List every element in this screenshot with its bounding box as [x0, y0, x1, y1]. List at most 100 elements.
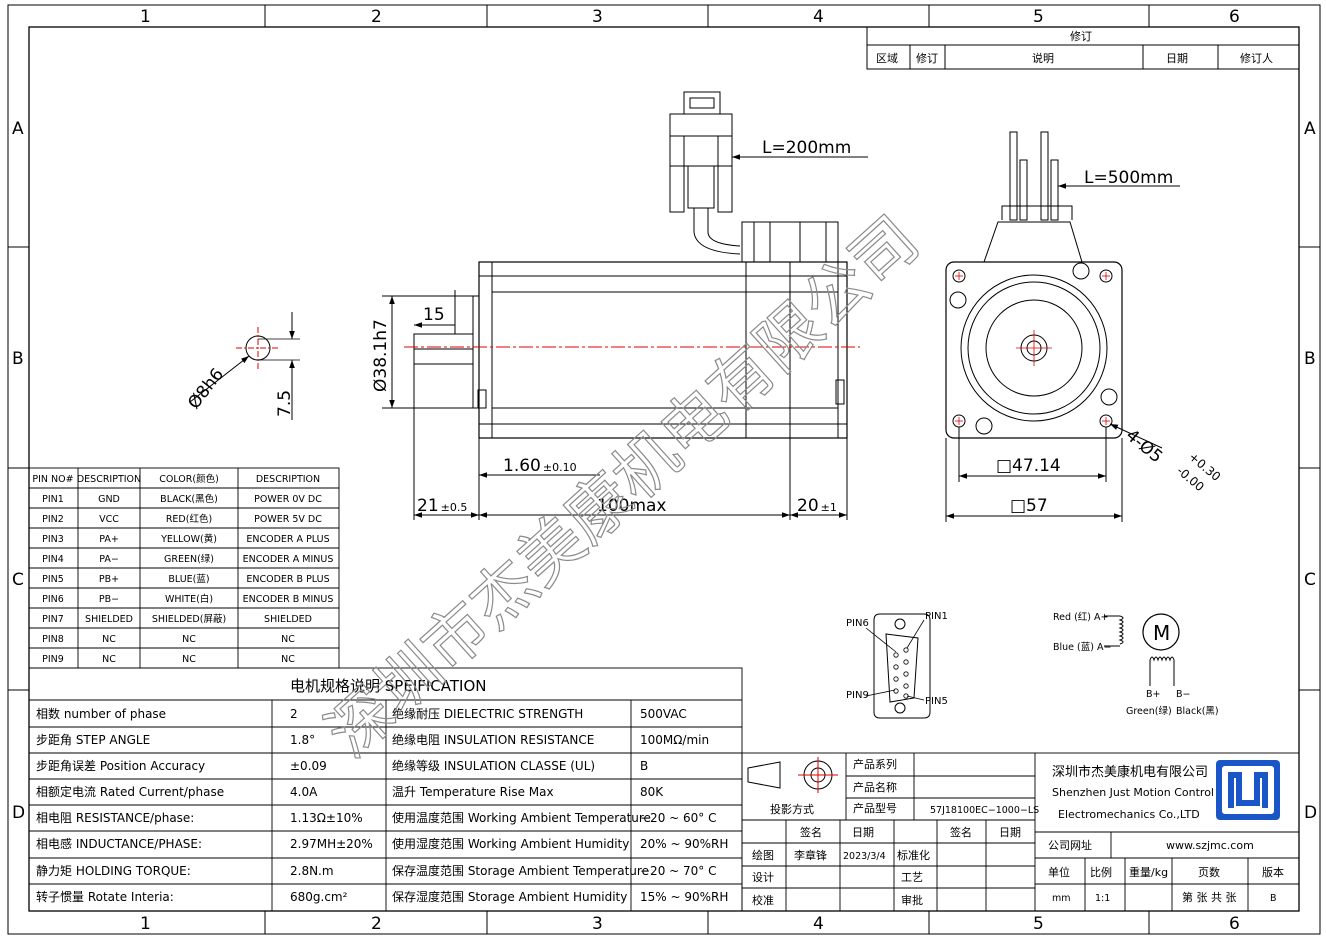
spec-table-cell: 保存温度范围 Storage Ambient Temperature [392, 863, 649, 878]
zone-left-b: B [12, 349, 24, 369]
pin-table-cell: PB− [99, 594, 119, 605]
pin-table-cell: PIN2 [42, 514, 64, 525]
spec-table-cell: 20% ~ 90%RH [640, 837, 728, 851]
zone-right-d: D [1304, 803, 1317, 823]
zone-top-4: 4 [813, 7, 824, 27]
pin-table-header: COLOR(颜色) [159, 473, 219, 485]
date-label: 日期 [852, 826, 874, 839]
pin-table-cell: NC [102, 654, 116, 665]
zone-top-1: 1 [140, 7, 151, 27]
spec-table-cell: 绝缘耐压 DIELECTRIC STRENGTH [392, 706, 583, 721]
pin-table-cell: PIN8 [42, 634, 64, 645]
spec-table-cell: 2.97MH±20% [290, 837, 373, 851]
spec-table-cell: 2 [290, 707, 298, 721]
spec-table-cell: 相电阻 RESISTANCE/phase: [36, 811, 194, 825]
approve-label: 审批 [901, 893, 923, 907]
zone-bottom-4: 4 [813, 914, 824, 934]
motor-symbol-label: M [1153, 621, 1170, 645]
revision-header-date: 日期 [1166, 52, 1188, 65]
zone-right-c: C [1304, 570, 1316, 590]
pin-table-cell: PA+ [99, 534, 119, 545]
spec-table-cell: 绝缘电阻 INSULATION RESISTANCE [392, 732, 594, 747]
model-value: 57J18100EC−1000−LS [930, 805, 1039, 816]
pin-table-cell: NC [102, 634, 116, 645]
zone-labels: 1 2 3 4 5 6 1 2 3 4 5 6 A B C D A B C D [12, 7, 1317, 934]
side-view-dim-text: 15 Ø38.1h7 1.60±0.10 21±0.5 100max 20±1 … [371, 138, 851, 516]
zone-bottom-3: 3 [592, 914, 603, 934]
drawn-label: 绘图 [752, 848, 774, 862]
series-label: 产品系列 [853, 757, 897, 771]
spec-table-cell: 绝缘等级 INSULATION CLASSE (UL) [392, 758, 595, 773]
pin-table-cell: ENCODER A PLUS [246, 534, 329, 545]
spec-table-cell: ±0.09 [290, 759, 327, 773]
sign2-label: 签名 [950, 825, 972, 839]
pin-table-cell: SHIELDED [85, 614, 133, 625]
zone-top-6: 6 [1229, 7, 1240, 27]
spec-table-cell: 转子惯量 Rotate Interia: [36, 889, 174, 904]
connector-pin9: PIN9 [846, 690, 869, 701]
spec-table-cell: 100MΩ/min [640, 733, 709, 747]
pin-table-cell: PIN4 [42, 554, 64, 565]
unit-value: mm [1052, 893, 1071, 904]
tail-length-label: 20±1 [797, 496, 837, 516]
projection-symbol [747, 757, 838, 793]
version-label: 版本 [1262, 865, 1284, 879]
spec-table-cell: 1.8° [290, 733, 315, 747]
spec-table-cell: 使用温度范围 Working Ambient Temperature [392, 810, 651, 825]
wiring-green-label: Green(绿) [1126, 705, 1172, 717]
encoder-cable-length-label: L=200mm [762, 138, 851, 158]
check-label: 校准 [752, 893, 774, 907]
pin-table-header: PIN NO# [32, 474, 73, 485]
pin-table-cell: PA− [99, 554, 119, 565]
pin-table-cell: NC [182, 654, 196, 665]
spec-table-cell: 80K [640, 785, 664, 799]
spec-table-cell: 步距角 STEP ANGLE [36, 733, 150, 747]
version-value: B [1270, 893, 1277, 904]
pin-table-cell: RED(红色) [166, 513, 212, 525]
connector-pin5: PIN5 [925, 696, 948, 707]
spec-table-cell: 温升 Temperature Rise Max [392, 785, 554, 799]
motor-wiring-diagram [1104, 613, 1180, 686]
spec-table-cell: −20 ~ 70° C [640, 864, 716, 878]
pin-table-cell: POWER 5V DC [254, 514, 322, 525]
website-label: 公司网址 [1048, 838, 1092, 852]
company-name-en1: Shenzhen Just Motion Control [1052, 786, 1214, 799]
model-label: 产品型号 [853, 801, 897, 815]
revision-header-desc: 说明 [1032, 51, 1054, 65]
pin-table-cell: PIN5 [42, 574, 64, 585]
pin-table-cell: YELLOW(黄) [160, 533, 217, 545]
title-block: 产品系列 产品名称 产品型号 57J18100EC−1000−LS 投影方式 签… [741, 752, 1300, 912]
zone-left-a: A [12, 119, 24, 139]
company-logo [1216, 760, 1280, 820]
design-label: 设计 [752, 871, 774, 884]
pin-table-cell: SHIELDED(屏蔽) [152, 613, 226, 625]
pin-table-cell: ENCODER A MINUS [243, 554, 334, 565]
process-label: 工艺 [901, 871, 923, 884]
pin-table-cell: NC [182, 634, 196, 645]
wiring-black-label: Black(黑) [1176, 706, 1219, 717]
spec-table-cell: 4.0A [290, 785, 318, 799]
pin-table-cell: WHITE(白) [165, 593, 213, 605]
zone-bottom-5: 5 [1033, 914, 1044, 934]
zone-top-3: 3 [592, 7, 603, 27]
spec-table-cell: B [640, 759, 648, 773]
standard-label: 标准化 [897, 848, 930, 862]
spec-table-cell: 2.8N.m [290, 864, 334, 878]
wiring-blue-label: Blue (蓝) A− [1053, 641, 1111, 653]
zone-right-b: B [1304, 349, 1316, 369]
revision-header-by: 修订人 [1240, 51, 1273, 65]
front-view-dimensions [945, 183, 1180, 522]
body-length-label: 100max [597, 496, 667, 516]
spec-table-cell: 步距角误差 Position Accuracy [36, 759, 205, 773]
pin-table-cell: PIN7 [42, 614, 64, 625]
spec-table-cell: 680g.cm² [290, 890, 348, 904]
pilot-dia-label: Ø38.1h7 [371, 319, 391, 392]
connector-pin1: PIN1 [925, 611, 948, 622]
date2-label: 日期 [999, 826, 1021, 839]
pin-table-cell: PIN1 [42, 494, 64, 505]
revision-header-zone: 区域 [876, 52, 898, 65]
pin-table-cell: PB+ [99, 574, 119, 585]
pin-table-cell: GREEN(绿) [164, 553, 214, 565]
